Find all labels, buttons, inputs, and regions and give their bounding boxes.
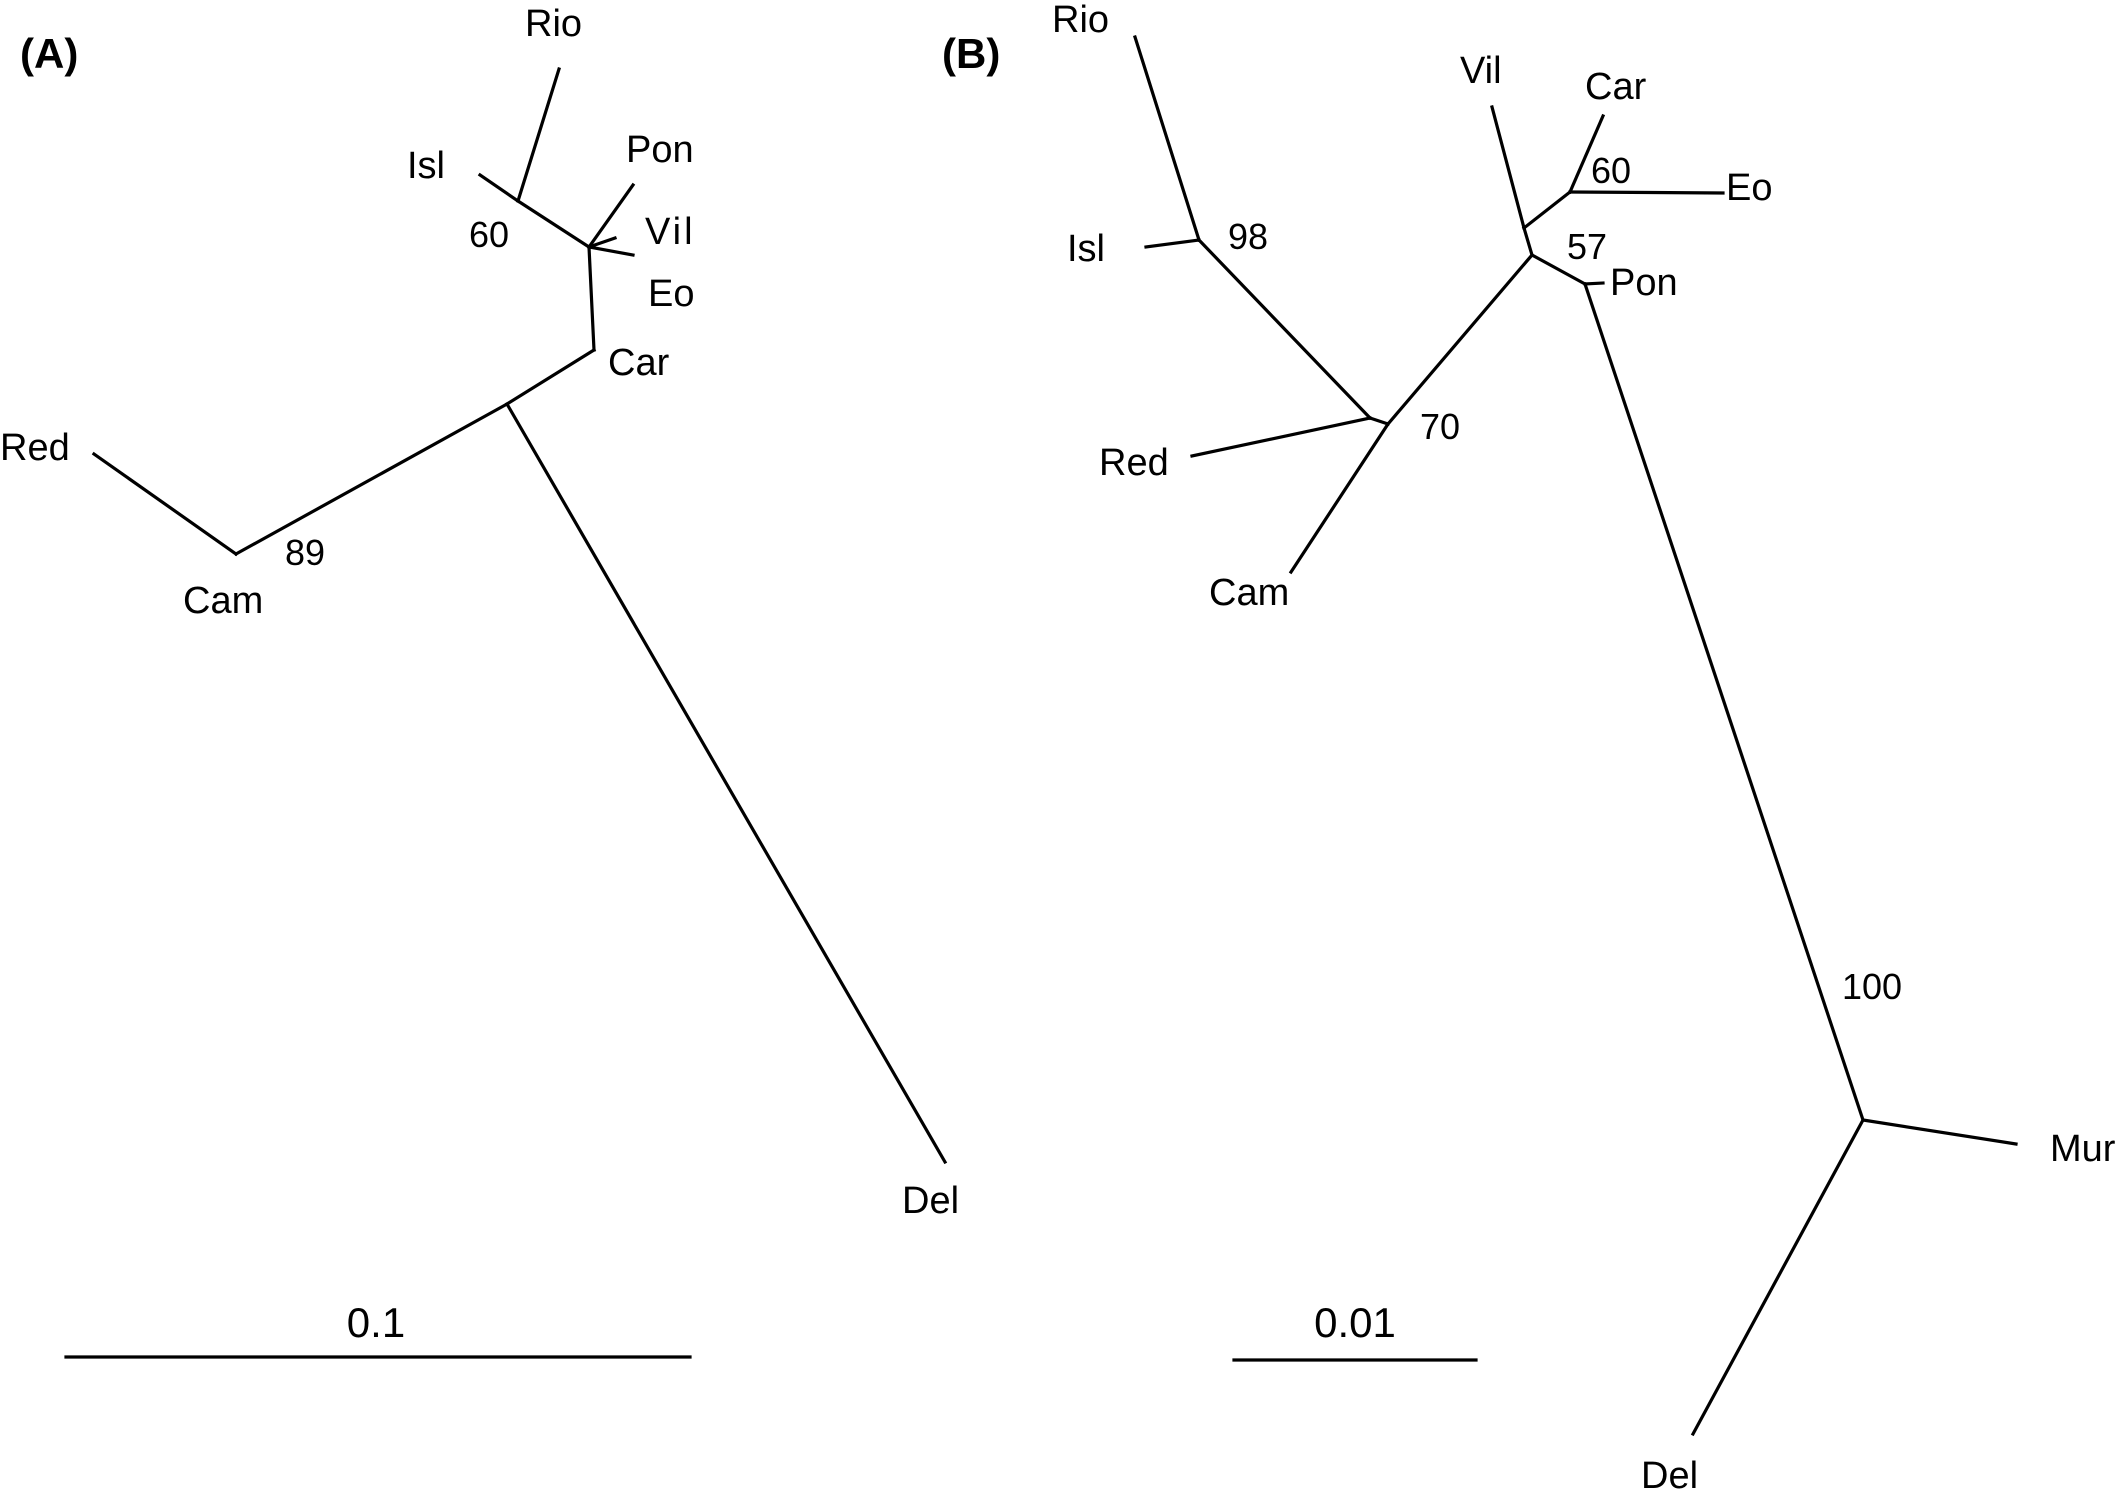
taxon-label-cam: Cam bbox=[183, 580, 263, 622]
branch-mur bbox=[1861, 1118, 2018, 1146]
branch-long-to-mur-del bbox=[1582, 281, 1866, 1123]
taxon-label-rio: Rio bbox=[525, 3, 582, 45]
taxon-label-del: Del bbox=[1641, 1455, 1698, 1490]
panel-b-label: (B) bbox=[942, 30, 1000, 77]
panel-a-label: (A) bbox=[20, 30, 78, 77]
branch-red bbox=[1190, 416, 1372, 458]
panel-a-branches bbox=[91, 66, 948, 1165]
branch-upper-stem bbox=[587, 245, 596, 352]
branch-isl bbox=[1144, 238, 1201, 249]
branch-pon bbox=[586, 182, 636, 250]
taxon-label-rio: Rio bbox=[1052, 0, 1109, 41]
taxon-label-car: Car bbox=[608, 342, 670, 384]
branch-car bbox=[504, 347, 597, 407]
branch-del bbox=[1690, 1117, 1866, 1437]
branch-cam bbox=[1288, 421, 1391, 575]
branch-vil bbox=[586, 235, 618, 250]
branch-rio bbox=[515, 66, 562, 204]
branch-rio-isl-stem bbox=[1196, 237, 1373, 421]
taxon-label-red: Red bbox=[1099, 442, 1169, 484]
branch-eo bbox=[1568, 190, 1725, 195]
taxon-label-red: Red bbox=[0, 427, 70, 469]
bootstrap-value-isl-rio: 60 bbox=[469, 214, 509, 255]
scale-bar-label-a: 0.1 bbox=[347, 1299, 405, 1346]
taxon-label-pon: Pon bbox=[626, 129, 694, 171]
branch-pon bbox=[1583, 281, 1605, 286]
panel-b-scale-bar: 0.01 bbox=[1232, 1299, 1478, 1362]
bootstrap-value-rio-isl: 98 bbox=[1228, 216, 1268, 257]
bootstrap-value-main: 70 bbox=[1420, 406, 1460, 447]
branch-car bbox=[1567, 113, 1606, 195]
panel-a: (A) Rio Isl Pon Vil Eo Car Red Cam Del 6… bbox=[0, 3, 959, 1359]
branch-main-to-pon-node bbox=[1385, 252, 1535, 427]
taxon-label-del: Del bbox=[902, 1180, 959, 1222]
branch-red bbox=[91, 451, 239, 557]
taxon-label-vil: Vil bbox=[645, 211, 696, 253]
panel-b-branches bbox=[1132, 34, 2018, 1437]
branch-vil bbox=[1490, 105, 1526, 230]
taxon-label-vil: Vil bbox=[1460, 50, 1502, 92]
branch-rio bbox=[1132, 34, 1202, 243]
branch-isl-rio-stem bbox=[515, 198, 592, 250]
branch-pon-node-to-del-node bbox=[1529, 252, 1588, 287]
taxon-label-isl: Isl bbox=[1067, 228, 1105, 270]
branch-vil-node-to-car-node bbox=[1521, 189, 1573, 231]
taxon-label-mur: Mur bbox=[2050, 1128, 2116, 1170]
panel-a-scale-bar: 0.1 bbox=[64, 1299, 692, 1359]
bootstrap-value-red-cam: 89 bbox=[285, 532, 325, 573]
branch-pon-node-to-vil-node bbox=[1522, 226, 1534, 257]
scale-bar-label-b: 0.01 bbox=[1314, 1299, 1396, 1346]
taxon-label-eo: Eo bbox=[1726, 167, 1772, 209]
taxon-label-pon: Pon bbox=[1610, 262, 1678, 304]
bootstrap-value-mur-del: 100 bbox=[1842, 966, 1902, 1007]
branch-node-connector bbox=[1367, 415, 1391, 427]
branch-eo bbox=[587, 245, 635, 257]
panel-b: (B) Rio Isl Vil Car Eo Pon Red bbox=[942, 0, 2116, 1490]
taxon-label-cam: Cam bbox=[1209, 572, 1289, 614]
taxon-label-car: Car bbox=[1585, 66, 1647, 108]
taxon-label-isl: Isl bbox=[407, 145, 445, 187]
branch-internal-cam-node bbox=[233, 401, 510, 557]
branch-del bbox=[504, 401, 948, 1165]
bootstrap-value-car-eo: 60 bbox=[1591, 150, 1631, 191]
branch-isl bbox=[477, 172, 521, 204]
taxon-label-eo: Eo bbox=[648, 273, 694, 315]
bootstrap-value-pon: 57 bbox=[1567, 226, 1607, 267]
